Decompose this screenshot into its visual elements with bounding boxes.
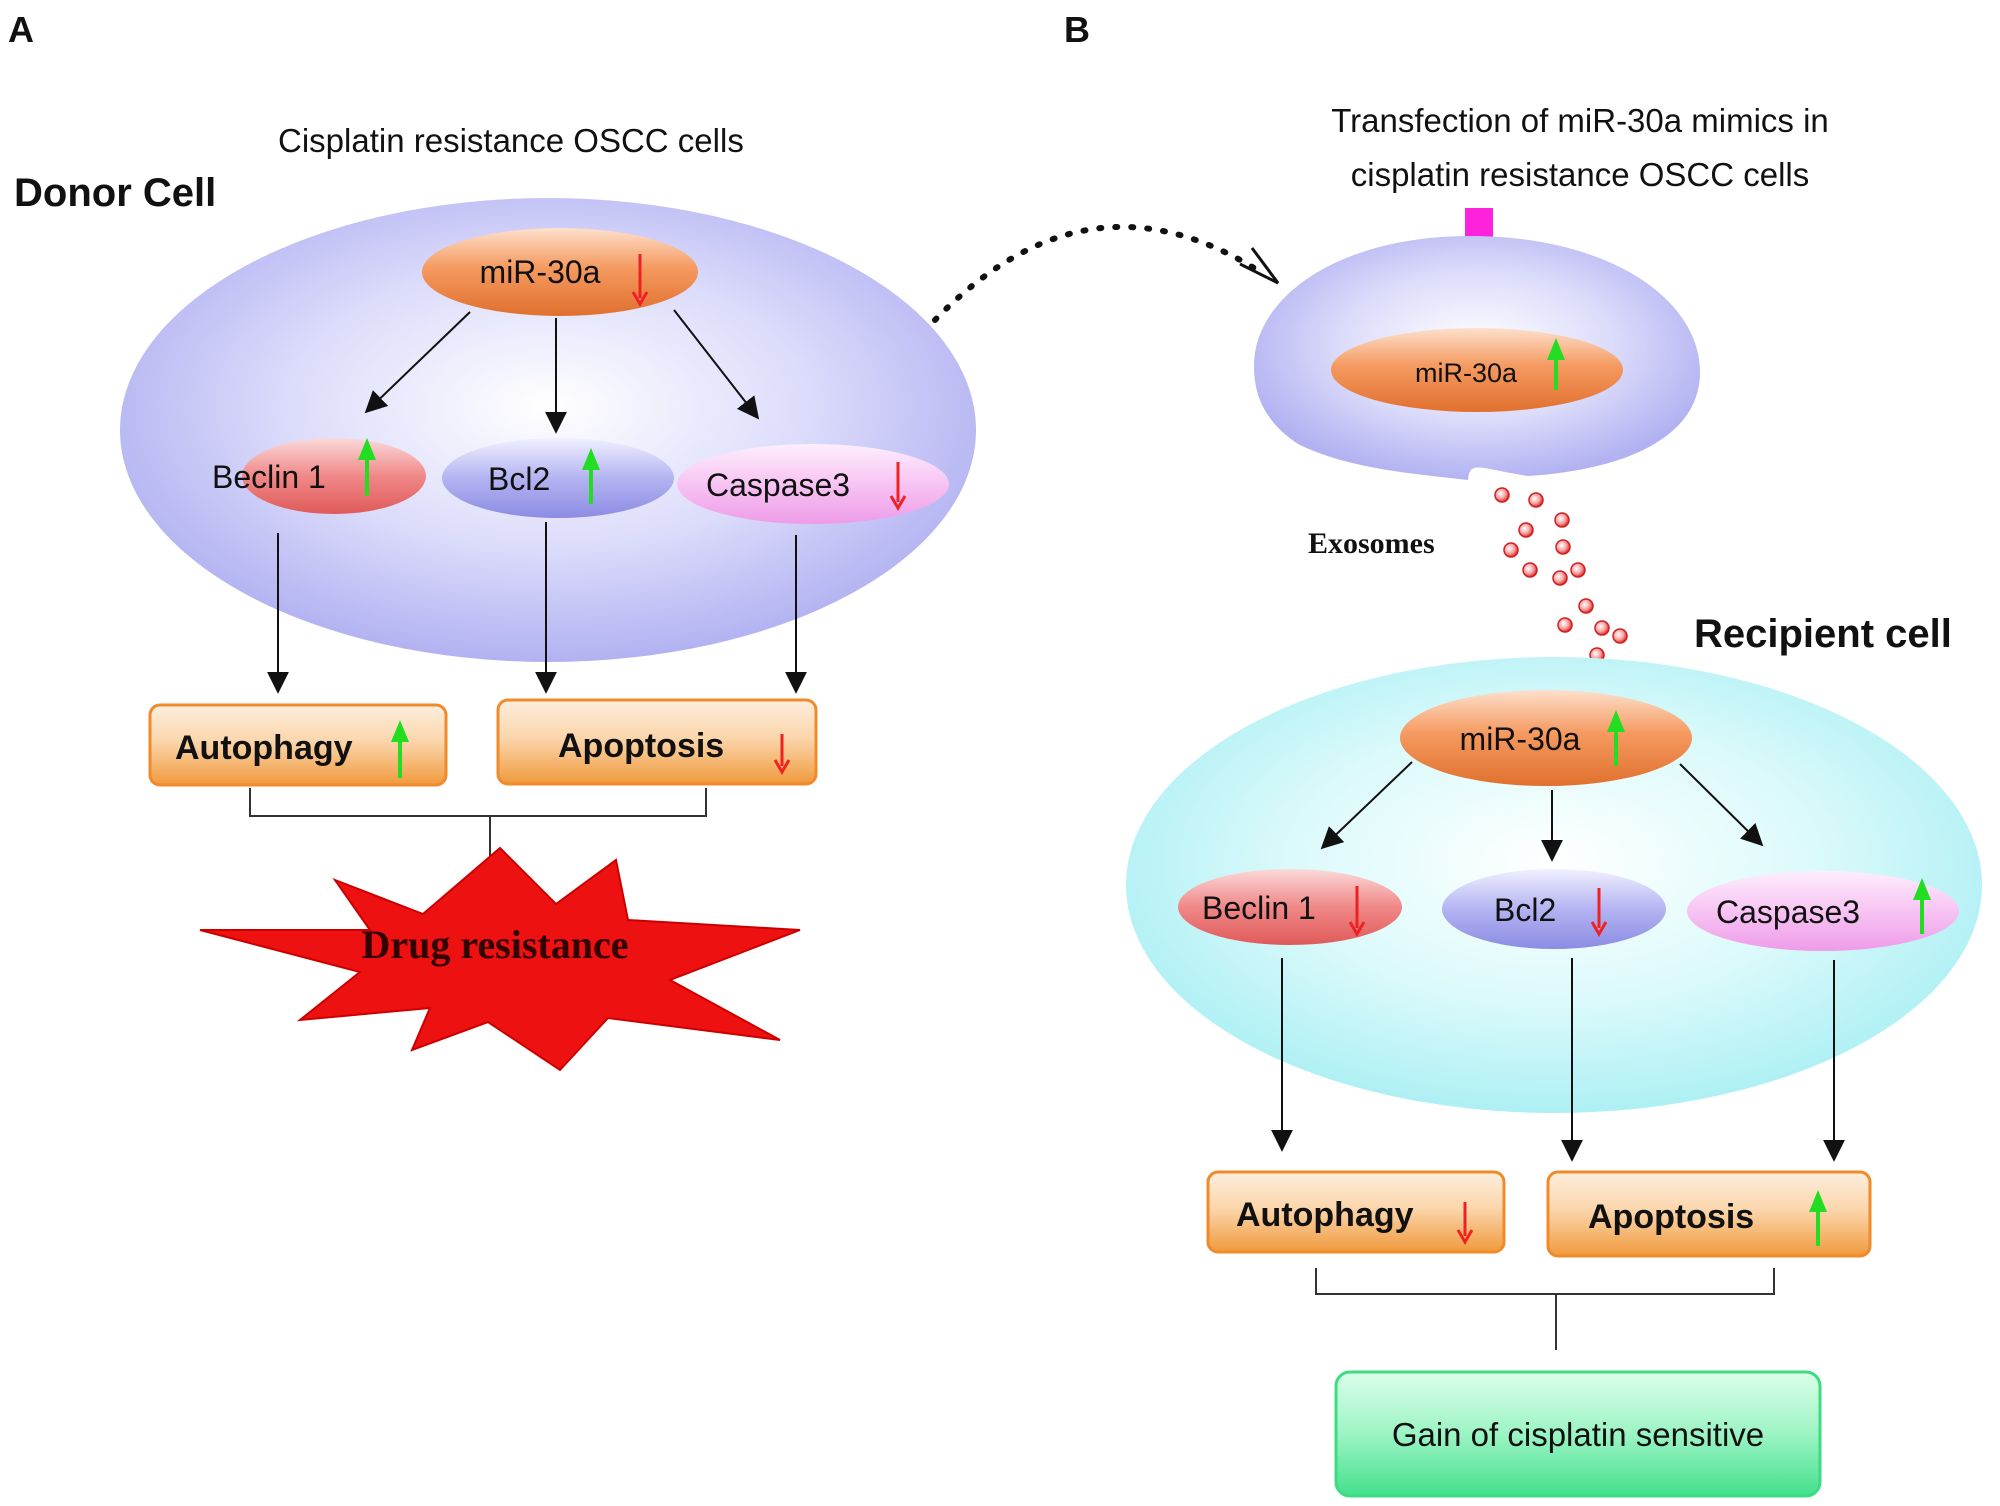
exosome-particle [1554, 512, 1570, 528]
donor-apoptosis-box [496, 698, 818, 786]
recipient-bcl2-label: Bcl2 [1494, 892, 1556, 928]
exosome-particle [1594, 620, 1610, 636]
drug-resistance-label: Drug resistance [362, 922, 629, 967]
recipient-mirna-label: miR-30a [1460, 721, 1581, 757]
exosome-particle [1552, 570, 1568, 586]
exosome-particle [1518, 522, 1534, 538]
recipient-autophagy-label: Autophagy [1236, 1196, 1414, 1234]
donor-bracket [249, 788, 707, 868]
donor-mirna-label: miR-30a [480, 254, 601, 290]
exosome-particle [1522, 562, 1538, 578]
recipient-bracket [1315, 1268, 1775, 1350]
transfer-arrow-head [1239, 247, 1280, 285]
up-arrow-icon [582, 448, 600, 504]
arrow-mirna-to-caspase [673, 309, 760, 420]
arrow-mirna-to-caspase [1679, 763, 1764, 847]
recipient-caspase-node [1687, 871, 1959, 951]
exosomes-label: Exosomes [1308, 527, 1435, 560]
down-arrow-icon [1348, 886, 1366, 937]
panel-a-header: Cisplatin resistance OSCC cells [278, 122, 744, 159]
recipient-caspase-label: Caspase3 [1716, 894, 1860, 930]
exosome-particle [1494, 487, 1510, 503]
donor-mirna-node [422, 228, 698, 316]
donor-autophagy-label: Autophagy [175, 729, 353, 767]
panel-b-header-line1: Transfection of miR-30a mimics in [1331, 102, 1829, 139]
recipient-apoptosis-label: Apoptosis [1588, 1198, 1754, 1236]
cisplatin-sensitive-label: Gain of cisplatin sensitive [1392, 1416, 1764, 1453]
down-arrow-icon [631, 254, 649, 307]
donor-apoptosis-label: Apoptosis [558, 727, 724, 765]
up-arrow-icon [391, 720, 409, 778]
arrow-mirna-to-beclin [1320, 761, 1413, 850]
recipient-beclin-node [1178, 869, 1402, 945]
exosome-particle [1503, 542, 1519, 558]
recipient-autophagy-box [1206, 1170, 1506, 1254]
up-arrow-icon [1547, 338, 1565, 390]
donor-bcl2-label: Bcl2 [488, 461, 550, 497]
down-arrow-icon [773, 734, 791, 775]
panel-b-header-line2: cisplatin resistance OSCC cells [1351, 156, 1810, 193]
up-arrow-icon [1809, 1190, 1827, 1246]
donor-caspase-label: Caspase3 [706, 467, 850, 503]
recipient-beclin-label: Beclin 1 [1202, 890, 1316, 926]
up-arrow-icon [358, 438, 376, 496]
down-arrow-icon [889, 462, 907, 511]
transfer-dotted-arrow [932, 224, 1268, 323]
exosome-particle [1570, 562, 1586, 578]
donor-caspase-node [677, 444, 949, 524]
donor-autophagy-box [148, 703, 448, 787]
donor-bcl2-node [442, 438, 674, 518]
arrow-mirna-to-beclin [364, 311, 471, 414]
panel-b-letter: B [1064, 9, 1090, 50]
exosome-particle [1555, 539, 1571, 555]
exosome-particle [1557, 617, 1573, 633]
recipient-mirna-node [1400, 690, 1692, 786]
panel-a-letter: A [8, 9, 34, 50]
donor-beclin-label: Beclin 1 [212, 459, 326, 495]
donor-cell-label: Donor Cell [14, 171, 216, 215]
transfected-mirna-label: miR-30a [1415, 358, 1518, 388]
drug-resistance-burst [199, 846, 801, 1072]
cisplatin-sensitive-box [1334, 1370, 1822, 1498]
down-arrow-icon [1590, 888, 1608, 937]
transfected-mirna-node [1331, 328, 1623, 412]
recipient-apoptosis-box [1546, 1170, 1872, 1258]
recipient-bcl2-node [1442, 869, 1666, 949]
exosome-particle [1578, 598, 1594, 614]
recipient-cell-label: Recipient cell [1694, 612, 1952, 656]
donor-beclin-node [242, 438, 426, 514]
down-arrow-icon [1456, 1202, 1474, 1245]
up-arrow-icon [1607, 710, 1625, 766]
exosome-particle [1528, 492, 1544, 508]
up-arrow-icon [1913, 878, 1931, 934]
exosome-particles [1494, 487, 1628, 663]
exosome-particle [1612, 628, 1628, 644]
